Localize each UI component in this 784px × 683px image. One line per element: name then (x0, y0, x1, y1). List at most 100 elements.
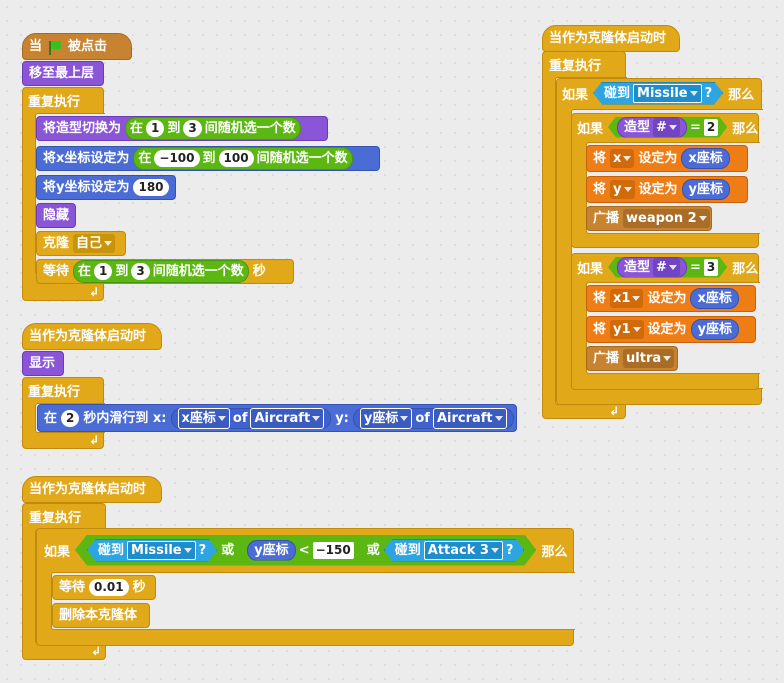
go-to-front-block[interactable]: 移至最上层 (22, 61, 104, 86)
seconds-label: 秒 (252, 264, 266, 279)
clone-start-hat[interactable]: 当作为克隆体启动时 (22, 323, 162, 350)
broadcast-weapon2-block[interactable]: 广播 weapon 2 (586, 206, 712, 231)
glide-label: 秒内滑行到 x: (83, 410, 167, 426)
broadcast-ultra-block[interactable]: 广播 ultra (586, 346, 678, 371)
set-var-x-block[interactable]: 将 x 设定为 x座标 (586, 145, 748, 172)
set-to-label: 设定为 (647, 291, 687, 306)
broadcast-label: 广播 (593, 211, 620, 226)
touching-target-dropdown[interactable]: Missile (127, 541, 196, 560)
pick-suffix-label: 间随机选一个数 (152, 264, 244, 279)
y-position-reporter[interactable]: y座标 (681, 179, 730, 200)
switch-costume-block[interactable]: 将造型切换为 在 1 到 3 间随机选一个数 (36, 116, 328, 141)
x-position-reporter[interactable]: x座标 (690, 288, 739, 309)
if-label: 如果 (577, 121, 604, 137)
clone-target-dropdown[interactable]: 自己 (73, 234, 116, 253)
set-y-block[interactable]: 将y坐标设定为 180 (36, 175, 176, 200)
costume-dropdown[interactable]: # (653, 118, 680, 137)
equals-operator[interactable]: 造型# = 3 (608, 257, 727, 278)
pick-to-input[interactable]: 100 (218, 150, 254, 167)
wait-block[interactable]: 等待 0.01 秒 (52, 575, 156, 600)
clone-start-hat[interactable]: 当作为克隆体启动时 (542, 25, 680, 52)
attribute-dropdown[interactable]: y座标 (359, 407, 413, 429)
y-position-reporter[interactable]: y座标 (690, 319, 740, 340)
less-than-operator[interactable]: y座标 < −150 (238, 540, 363, 561)
pick-random-reporter[interactable]: 在 −100 到 100 间随机选一个数 (133, 147, 353, 170)
when-flag-clicked-hat[interactable]: 当 被点击 (22, 33, 132, 60)
chevron-down-icon (690, 91, 698, 96)
message-dropdown[interactable]: ultra (623, 349, 675, 368)
chevron-down-icon (623, 187, 632, 192)
eq-value-input[interactable]: 3 (704, 259, 718, 276)
set-var-y1-block[interactable]: 将 y1 设定为 y座标 (586, 316, 756, 343)
x-of-aircraft-reporter[interactable]: x座标 of Aircraft (170, 407, 332, 429)
or-operator[interactable]: 碰到 Missile ? 或 y座标 < −150 或 碰到 Attack 3 … (75, 535, 536, 566)
touching-missile-reporter[interactable]: 碰到 Missile ? (593, 82, 723, 105)
chevron-down-icon (491, 548, 499, 553)
if-header: 如果 造型# = 2 那么 (571, 114, 758, 140)
set-label: 将 (593, 291, 607, 306)
variable-dropdown[interactable]: x (610, 149, 635, 168)
then-label: 那么 (732, 121, 759, 137)
pick-to-input[interactable]: 3 (183, 120, 202, 137)
message-dropdown[interactable]: weapon 2 (623, 209, 710, 228)
pick-in-label: 在 (138, 151, 152, 166)
costume-number-reporter[interactable]: 造型# (617, 257, 687, 278)
or-label: 或 (366, 542, 380, 558)
set-y-input[interactable]: 180 (133, 179, 169, 196)
chevron-down-icon (184, 548, 192, 553)
x-position-reporter[interactable]: x座标 (681, 148, 730, 169)
hide-label: 隐藏 (43, 208, 70, 223)
equals-operator[interactable]: 造型# = 2 (608, 117, 727, 138)
glide-block[interactable]: 在 2 秒内滑行到 x: x座标 of Aircraft y: y座标 of A… (37, 404, 517, 432)
wait-input[interactable]: 0.01 (89, 579, 129, 596)
pick-to-input[interactable]: 3 (131, 263, 150, 280)
set-label: 将 (593, 182, 607, 197)
pick-to-label: 到 (115, 264, 129, 279)
pick-in-label: 在 (130, 121, 144, 136)
show-block[interactable]: 显示 (22, 351, 64, 376)
hide-block[interactable]: 隐藏 (36, 203, 76, 228)
y-of-aircraft-reporter[interactable]: y座标 of Aircraft (352, 407, 514, 429)
set-var-x1-block[interactable]: 将 x1 设定为 x座标 (586, 285, 756, 312)
if-label: 如果 (577, 261, 604, 277)
create-clone-block[interactable]: 克隆 自己 (36, 231, 126, 256)
set-x-block[interactable]: 将x坐标设定为 在 −100 到 100 间随机选一个数 (36, 146, 380, 171)
costume-number-reporter[interactable]: 造型# (617, 117, 687, 138)
touching-missile-reporter[interactable]: 碰到 Missile ? (87, 539, 217, 562)
set-var-y-block[interactable]: 将 y 设定为 y座标 (586, 176, 748, 203)
eq-label: = (689, 259, 701, 275)
chevron-down-icon (494, 415, 503, 421)
pick-from-input[interactable]: −100 (154, 150, 200, 167)
switch-costume-label: 将造型切换为 (43, 121, 122, 136)
object-dropdown[interactable]: Aircraft (432, 407, 507, 429)
y-position-reporter[interactable]: y座标 (247, 540, 295, 561)
variable-dropdown[interactable]: y1 (610, 320, 644, 339)
question-label: ? (505, 542, 514, 558)
attribute-dropdown[interactable]: x座标 (177, 407, 230, 429)
pick-from-input[interactable]: 1 (146, 120, 165, 137)
delete-clone-block[interactable]: 删除本克隆体 (52, 603, 150, 628)
wait-block[interactable]: 等待 在 1 到 3 间随机选一个数 秒 (36, 259, 294, 284)
eq-value-input[interactable]: 2 (704, 119, 718, 136)
costume-label: 造型 (624, 119, 651, 135)
variable-dropdown[interactable]: x1 (610, 289, 644, 308)
clone-start-hat[interactable]: 当作为克隆体启动时 (22, 476, 162, 503)
variable-dropdown[interactable]: y (610, 180, 635, 199)
touching-attack-reporter[interactable]: 碰到 Attack 3 ? (384, 539, 525, 562)
variable-value: y1 (613, 322, 631, 337)
touching-target-dropdown[interactable]: Attack 3 (424, 541, 503, 560)
if-header: 如果 碰到 Missile ? 那么 (556, 79, 754, 107)
costume-dropdown[interactable]: # (653, 258, 680, 277)
forever-label: 重复执行 (28, 95, 81, 110)
eq-label: = (689, 119, 701, 135)
pick-random-reporter[interactable]: 在 1 到 3 间随机选一个数 (73, 260, 249, 283)
glide-secs-input[interactable]: 2 (61, 409, 80, 427)
object-dropdown[interactable]: Aircraft (250, 407, 325, 429)
chevron-down-icon (663, 356, 672, 361)
touching-target-dropdown[interactable]: Missile (633, 84, 702, 103)
set-to-label: 设定为 (638, 182, 678, 197)
pick-random-reporter[interactable]: 在 1 到 3 间随机选一个数 (125, 117, 301, 140)
pick-from-input[interactable]: 1 (94, 263, 113, 280)
lt-value-input[interactable]: −150 (313, 542, 354, 559)
